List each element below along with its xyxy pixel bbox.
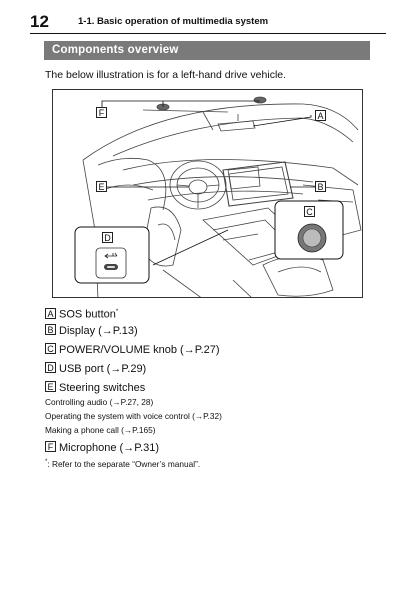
footnote-text: : Refer to the separate “Owner’s manual”… xyxy=(47,458,201,469)
item-text: POWER/VOLUME knob (→P.27) xyxy=(59,344,220,356)
item-text: Steering switches xyxy=(59,382,146,394)
callout-f: F xyxy=(96,107,107,118)
section-title: Components overview xyxy=(52,44,179,56)
section-heading-bar: Components overview xyxy=(44,41,370,60)
vehicle-interior-illustration: F A E B C D xyxy=(52,89,363,298)
letter-tag: D xyxy=(45,362,56,373)
chapter-title: 1-1. Basic operation of multimedia syste… xyxy=(78,16,269,27)
item-text: Display (→P.13) xyxy=(59,325,138,337)
cockpit-drawing xyxy=(74,96,362,297)
letter-tag: B xyxy=(45,324,56,335)
leader-line-a xyxy=(252,115,312,127)
letter-tag: C xyxy=(45,343,56,354)
page-number: 12 xyxy=(30,12,49,31)
footnote: *: Refer to the separate “Owner’s manual… xyxy=(45,457,200,470)
letter-tag: E xyxy=(45,381,56,392)
callout-e: E xyxy=(96,181,107,192)
footnote-mark: * xyxy=(45,459,48,465)
item-footnote-mark: * xyxy=(115,309,119,315)
sub-item: Controlling audio (→P.27, 28) xyxy=(45,397,154,407)
sub-item: Operating the system with voice control … xyxy=(45,411,222,421)
sub-item: Making a phone call (→P.165) xyxy=(45,425,156,435)
item-text: USB port (→P.29) xyxy=(59,363,147,375)
intro-text: The below illustration is for a left-han… xyxy=(45,69,287,81)
item-text: SOS button xyxy=(59,308,116,321)
callout-d: D xyxy=(102,232,113,243)
header-rule xyxy=(30,33,386,34)
leader-line-d xyxy=(152,229,229,266)
callout-a: A xyxy=(315,110,326,121)
letter-tag: A xyxy=(45,307,56,319)
callout-c: C xyxy=(304,206,315,217)
usb-inset xyxy=(74,226,150,284)
item-text: Microphone (→P.31) xyxy=(59,442,160,454)
knob-inset xyxy=(274,200,344,260)
callout-b: B xyxy=(315,181,326,192)
page-header: 12 1-1. Basic operation of multimedia sy… xyxy=(30,12,386,32)
letter-tag: F xyxy=(45,441,56,452)
